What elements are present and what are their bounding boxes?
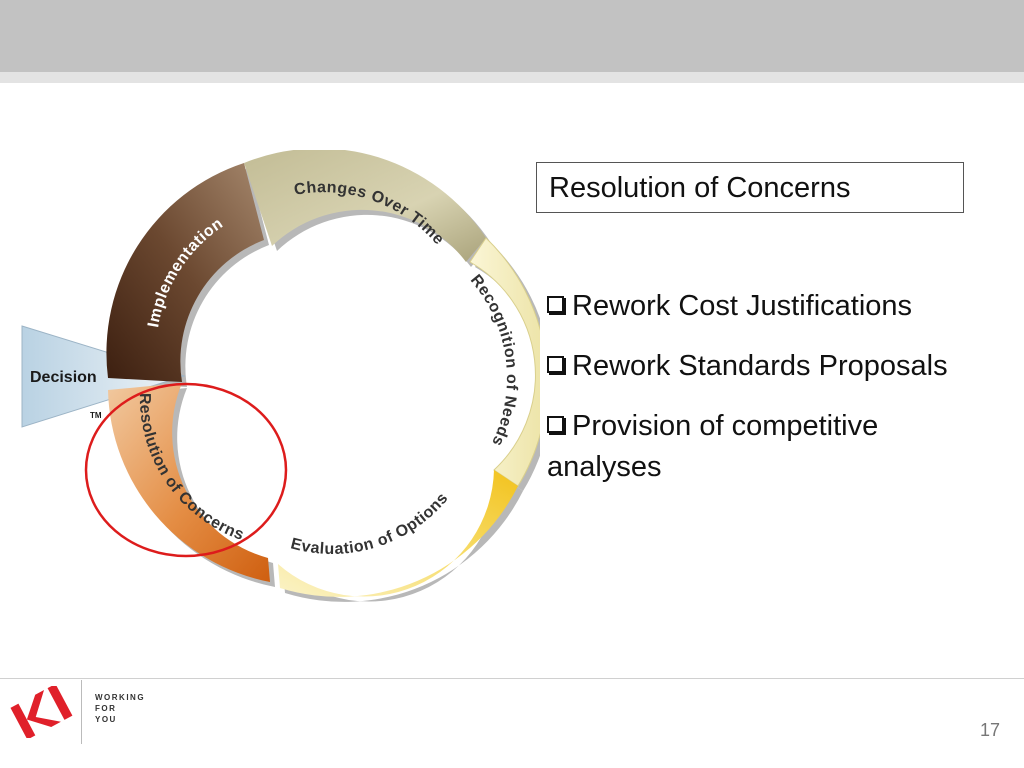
page-number: 17 <box>979 720 1000 740</box>
brand-tagline: WORKING FOR YOU <box>95 692 145 725</box>
segment-implementation <box>106 163 264 382</box>
logo-divider <box>81 680 82 744</box>
tagline-line: FOR <box>95 704 117 713</box>
footer-divider <box>0 678 1024 679</box>
bullet-list: Rework Cost Justifications Rework Standa… <box>547 286 987 507</box>
bullet-item: Provision of competitive analyses <box>547 406 987 488</box>
bullet-text: Provision of competitive analyses <box>547 410 879 483</box>
checkbox-icon <box>547 416 564 433</box>
bullet-item: Rework Standards Proposals <box>547 346 987 387</box>
top-header-bar <box>0 0 1024 72</box>
segment-resolution-of-concerns <box>108 383 270 582</box>
checkbox-icon <box>547 356 564 373</box>
bullet-item: Rework Cost Justifications <box>547 286 987 327</box>
trademark-mark: TM <box>90 411 102 420</box>
decision-wedge <box>21 325 186 428</box>
tagline-line: WORKING <box>95 693 146 702</box>
ki-logo <box>10 686 73 738</box>
highlight-ellipse <box>84 382 288 558</box>
bullet-text: Rework Cost Justifications <box>572 290 913 322</box>
bullet-text: Rework Standards Proposals <box>572 350 948 382</box>
segment-recognition-of-needs <box>469 237 540 487</box>
slide-title: Resolution of Concerns <box>536 162 964 213</box>
header-underline <box>0 72 1024 83</box>
tagline-line: YOU <box>95 715 117 724</box>
decision-cycle-diagram: Decision TM Changes Over Time Recognitio… <box>21 150 540 602</box>
segment-evaluation-of-options <box>278 470 518 597</box>
segment-label-evaluation: Evaluation of Options <box>289 490 452 558</box>
checkbox-icon <box>547 296 564 313</box>
segment-changes-over-time <box>244 150 486 262</box>
decision-label: Decision <box>30 369 97 386</box>
